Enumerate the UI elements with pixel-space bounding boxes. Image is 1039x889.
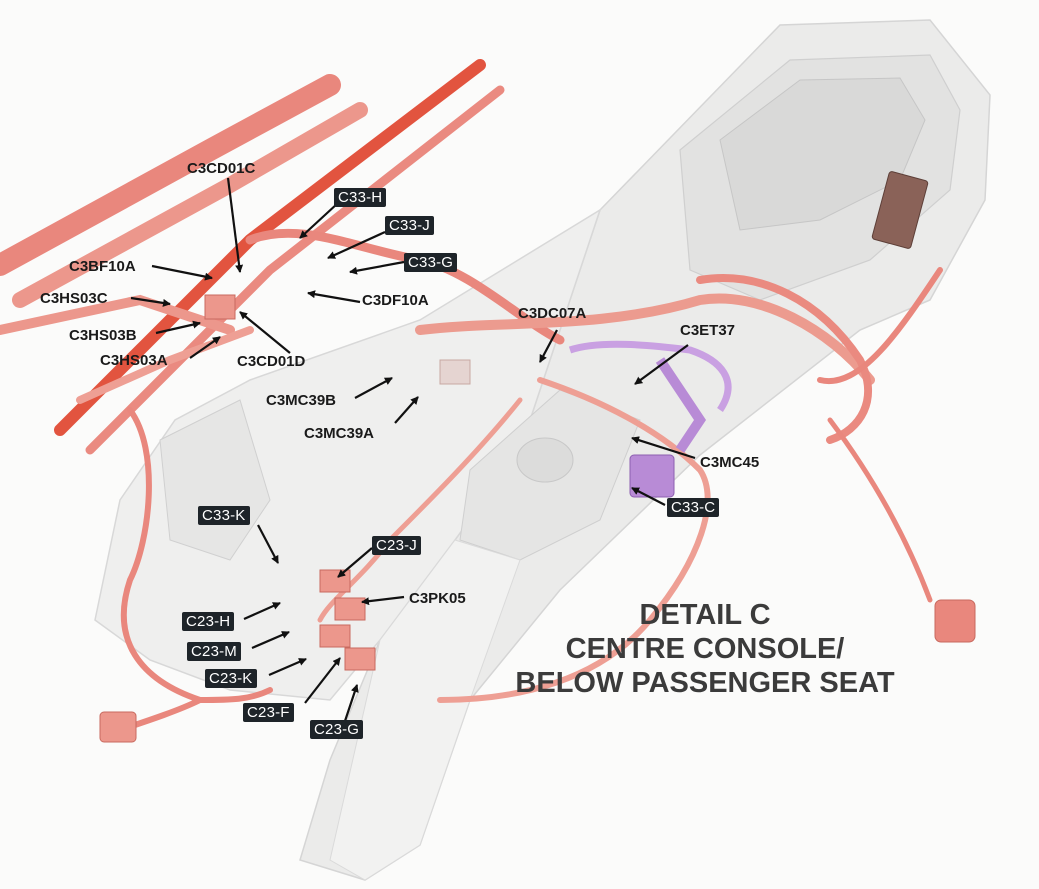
label-c23-h: C23-H <box>182 612 235 631</box>
detail-title: DETAIL C CENTRE CONSOLE/ BELOW PASSENGER… <box>495 598 915 700</box>
label-c23-k: C23-K <box>205 669 257 688</box>
label-c3mc39a: C3MC39A <box>304 425 375 442</box>
label-c23-j: C23-J <box>372 536 422 555</box>
label-c33-k: C33-K <box>198 506 250 525</box>
connectors <box>99 294 976 743</box>
label-c23-g: C23-G <box>310 720 364 739</box>
label-c33-h: C33-H <box>334 188 387 207</box>
label-c3bf10a: C3BF10A <box>69 258 136 275</box>
label-c3et37: C3ET37 <box>680 322 736 339</box>
console-body <box>94 19 991 881</box>
label-c3hs03c: C3HS03C <box>40 290 108 307</box>
label-c3cd01d: C3CD01D <box>237 353 306 370</box>
label-c33-g: C33-G <box>404 253 458 272</box>
label-c3cd01c: C3CD01C <box>187 160 256 177</box>
label-c3hs03a: C3HS03A <box>100 352 168 369</box>
label-c3mc39b: C3MC39B <box>266 392 337 409</box>
label-c3hs03b: C3HS03B <box>69 327 137 344</box>
label-c3mc45: C3MC45 <box>700 454 760 471</box>
label-c23-f: C23-F <box>243 703 294 722</box>
label-c3df10a: C3DF10A <box>362 292 429 309</box>
detail-title-line-3: BELOW PASSENGER SEAT <box>515 667 895 699</box>
detail-title-line-2: CENTRE CONSOLE/ <box>565 633 845 665</box>
leader-arrows <box>130 177 696 722</box>
label-c3pk05: C3PK05 <box>409 590 466 607</box>
label-c3dc07a: C3DC07A <box>518 305 587 322</box>
label-c33-c: C33-C <box>667 498 720 517</box>
detail-title-line-1: DETAIL C <box>639 599 771 631</box>
label-c23-m: C23-M <box>187 642 242 661</box>
label-c33-j: C33-J <box>385 216 435 235</box>
